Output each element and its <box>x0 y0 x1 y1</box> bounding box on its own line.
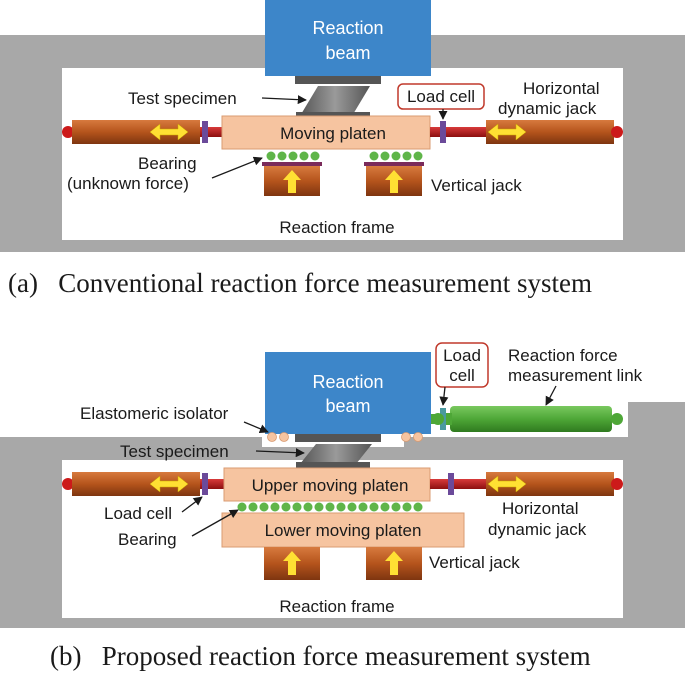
bearing-label-2-a: (unknown force) <box>67 174 189 193</box>
double-arrow-right-b <box>487 475 527 493</box>
up-arrow-right-b <box>385 551 403 575</box>
horizontal-jack-label-1-b: Horizontal <box>502 499 579 518</box>
double-arrow-right-a <box>487 123 527 141</box>
upper-moving-platen <box>223 467 431 502</box>
elastomeric-isolator-label: Elastomeric isolator <box>80 404 229 423</box>
upper-platen-label: Upper moving platen <box>252 476 409 495</box>
reaction-beam-label-2-b: beam <box>325 396 370 416</box>
reaction-frame-a <box>0 35 685 252</box>
test-specimen-label-b: Test specimen <box>120 442 229 461</box>
reaction-beam-label-1-b: Reaction <box>312 372 383 392</box>
double-arrow-left-a <box>149 123 189 141</box>
test-specimen-a <box>300 86 370 116</box>
diagram-a: Reaction beam Moving platen <box>0 0 685 298</box>
up-arrow-right-a <box>385 170 403 193</box>
load-cell-label-2-b: cell <box>449 366 475 385</box>
load-cell-a <box>440 121 446 143</box>
up-arrow-left-b <box>283 551 301 575</box>
moving-platen-label: Moving platen <box>280 124 386 143</box>
reaction-frame-b <box>0 402 685 628</box>
bearing-label-1-a: Bearing <box>138 154 197 173</box>
vertical-jack-label-a: Vertical jack <box>431 176 522 195</box>
horizontal-jack-label-2-b: dynamic jack <box>488 520 587 539</box>
up-arrow-left-a <box>283 170 301 193</box>
reaction-force-link-label-1: Reaction force <box>508 346 618 365</box>
vertical-jack-label-b: Vertical jack <box>429 553 520 572</box>
bearing-balls-b <box>237 502 423 512</box>
moving-platen-a <box>221 115 431 150</box>
reaction-force-link <box>450 406 612 432</box>
load-cell-label-a: Load cell <box>407 87 475 106</box>
load-cell-label-b: Load cell <box>104 504 172 523</box>
reaction-frame-label-a: Reaction frame <box>279 218 394 237</box>
lower-platen-label: Lower moving platen <box>265 521 422 540</box>
reaction-frame-label-b: Reaction frame <box>279 597 394 616</box>
bearing-balls-right-a <box>369 151 423 161</box>
reaction-beam-a <box>265 0 431 76</box>
horizontal-jack-label-1-a: Horizontal <box>523 79 600 98</box>
double-arrow-left-b <box>149 475 189 493</box>
bearing-balls-left-a <box>266 151 320 161</box>
caption-a: (a) Conventional reaction force measurem… <box>8 268 592 298</box>
bearing-label-b: Bearing <box>118 530 177 549</box>
test-specimen-b <box>300 444 372 464</box>
reaction-force-link-label-2: measurement link <box>508 366 643 385</box>
horizontal-jack-label-2-a: dynamic jack <box>498 99 597 118</box>
lower-moving-platen <box>221 512 465 548</box>
diagram-b: Reaction beam Upper moving platen <box>0 342 685 671</box>
load-cell-label-1-b: Load <box>443 346 481 365</box>
elastomeric-isolators <box>267 432 423 442</box>
load-cell-b <box>202 473 208 495</box>
test-specimen-label-a: Test specimen <box>128 89 237 108</box>
reaction-beam-label-1: Reaction <box>312 18 383 38</box>
reaction-beam-b <box>265 352 431 434</box>
caption-b: (b) Proposed reaction force measurement … <box>50 641 591 671</box>
reaction-beam-label-2: beam <box>325 43 370 63</box>
